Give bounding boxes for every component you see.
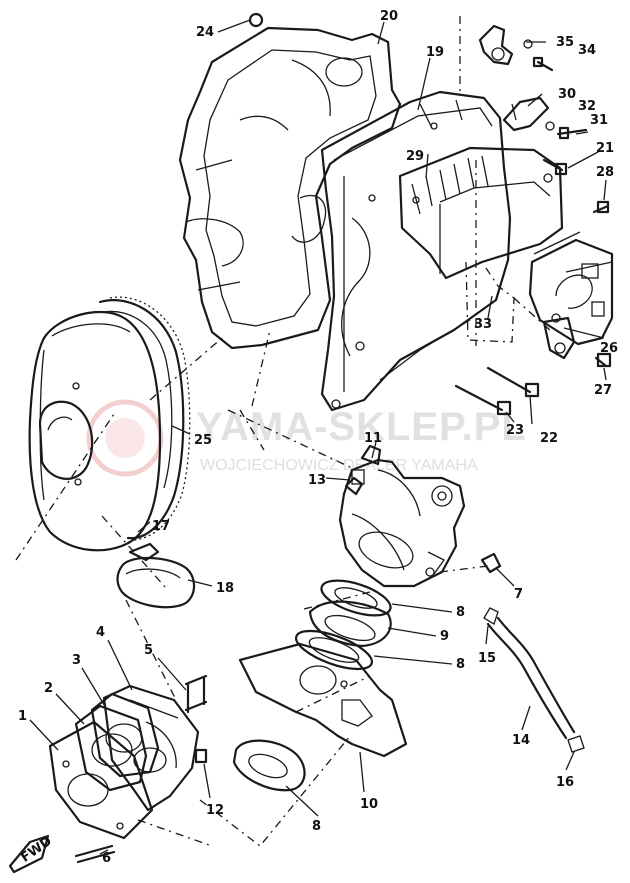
- bolt-34-head: [532, 56, 544, 68]
- callout-27: 27: [594, 383, 612, 398]
- callout-12: 12: [206, 803, 224, 818]
- clip-16: [567, 735, 585, 753]
- callout-2: 2: [44, 681, 53, 696]
- nut-12: [194, 748, 208, 764]
- bolt-22-head: [524, 382, 540, 398]
- gasket-1: [48, 720, 154, 840]
- joint-stack-right: [295, 579, 392, 671]
- callout-31: 31: [590, 113, 608, 128]
- carburetor: [338, 444, 466, 588]
- bolt-31-head: [558, 126, 570, 140]
- callout-29: 29: [406, 149, 424, 164]
- carb-leader-7: [439, 565, 489, 573]
- bolt-28: [592, 204, 610, 214]
- band-18: [116, 542, 196, 609]
- bolt-23-head: [496, 400, 512, 416]
- filter-cover-17: [28, 310, 162, 552]
- callout-22: 22: [540, 431, 558, 446]
- watermark-title: YAMA-SKLEP.PL: [196, 405, 527, 449]
- callout-21: 21: [596, 141, 614, 156]
- nut-7: [480, 552, 502, 574]
- clip-15: [483, 607, 499, 625]
- callout-11: 11: [364, 431, 382, 446]
- watermark: YAMA-SKLEP.PL WOJCIECHOWICZ DEALER YAMAH…: [86, 399, 527, 477]
- callout-8a: 8: [456, 605, 465, 620]
- callout-16: 16: [556, 775, 574, 790]
- callout-33: 33: [474, 317, 492, 332]
- bolt-31: [556, 128, 588, 136]
- callout-34: 34: [578, 43, 596, 58]
- callout-10: 10: [360, 797, 378, 812]
- callout-8b: 8: [456, 657, 465, 672]
- callout-4: 4: [96, 625, 105, 640]
- callout-6: 6: [102, 851, 111, 866]
- callout-32: 32: [578, 99, 596, 114]
- washer-32: [545, 121, 555, 131]
- stud-6: [74, 844, 114, 858]
- stud-5-side: [186, 676, 206, 714]
- bracket-30-edge: [511, 103, 517, 121]
- callout-25: 25: [194, 433, 212, 448]
- plate-10: [238, 642, 408, 758]
- stud-6-edge: [76, 850, 116, 864]
- gasket-8-bottom: [232, 739, 306, 792]
- callout-20: 20: [380, 9, 398, 24]
- gasket-3: [90, 692, 160, 778]
- bracket-26-leader: [533, 231, 613, 273]
- callout-1: 1: [18, 709, 27, 724]
- callout-26: 26: [600, 341, 618, 356]
- filter-element-25: [98, 296, 191, 541]
- hardware-bolts: [248, 12, 612, 416]
- bolt-23: [454, 384, 504, 412]
- centre-lines: [15, 160, 553, 847]
- bolt-28-head: [596, 200, 610, 214]
- callout-28: 28: [596, 165, 614, 180]
- callout-3: 3: [72, 653, 81, 668]
- callout-24: 24: [196, 25, 214, 40]
- bolt-22: [486, 366, 532, 394]
- bolt-34: [536, 60, 554, 72]
- bracket-top-right: [459, 16, 514, 92]
- callout-8c: 8: [312, 819, 321, 834]
- fwd-arrow: FWD: [8, 834, 55, 874]
- callout-23: 23: [506, 423, 524, 438]
- callout-9: 9: [440, 629, 449, 644]
- callout-30: 30: [558, 87, 576, 102]
- silencer-case-rear: [178, 26, 402, 350]
- hose-14: [483, 607, 585, 753]
- callout-13: 13: [308, 473, 326, 488]
- cover-29: [398, 146, 564, 280]
- callout-7: 7: [514, 587, 523, 602]
- bolt-21: [542, 158, 564, 172]
- callout-15: 15: [478, 651, 496, 666]
- bracket-30: [502, 96, 550, 132]
- leader-lines: [29, 19, 607, 855]
- callout-35: 35: [556, 35, 574, 50]
- bracket-26-clip: [542, 316, 576, 360]
- callout-14: 14: [512, 733, 530, 748]
- callout-labels: 24 20 19 35 34 30 32 31 21 28 29 26 27 3…: [18, 9, 618, 866]
- nut-24: [248, 12, 264, 28]
- callout-19: 19: [426, 45, 444, 60]
- bolt-21-head: [554, 162, 568, 176]
- watermark-subtitle: WOJCIECHOWICZ DEALER YAMAHA: [200, 457, 478, 474]
- stud-5: [184, 674, 208, 712]
- bolt-27-head: [596, 352, 612, 368]
- callout-5: 5: [144, 643, 153, 658]
- callout-17: 17: [152, 519, 170, 534]
- silencer-case-front: [320, 90, 512, 412]
- callout-18: 18: [216, 581, 234, 596]
- spacer-4: [102, 684, 200, 812]
- washer-35: [523, 39, 533, 49]
- plate-33-outline: [465, 261, 515, 343]
